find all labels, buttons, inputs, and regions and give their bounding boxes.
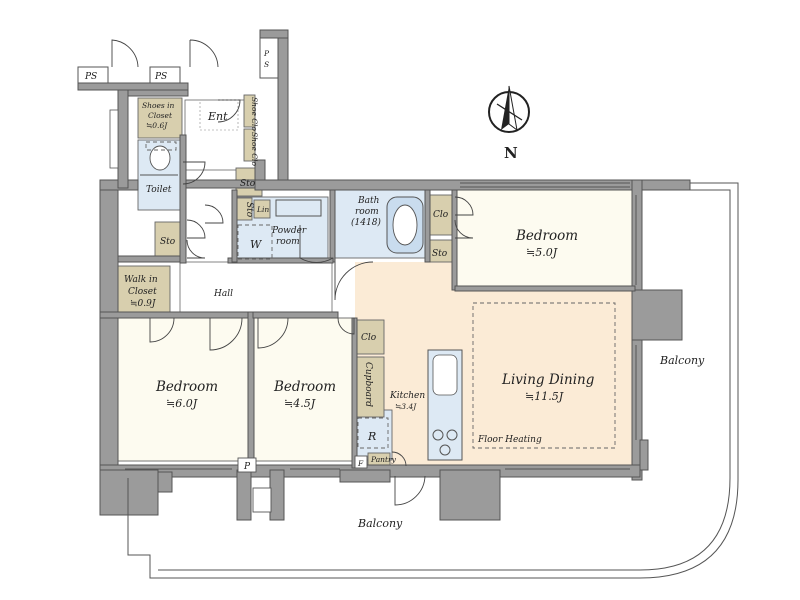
entry-step: [199, 99, 239, 131]
balcony-outline: [127, 182, 739, 579]
shoes-closet-size: ≒0.6J: [146, 121, 168, 130]
p-box-south: [237, 457, 257, 473]
shoes-closet-label-1: Shoes in: [142, 101, 175, 110]
walk-in-size: ≒0.9J: [130, 299, 157, 309]
bedroom-sc-name: Bedroom: [273, 379, 336, 395]
floor-heating-area: [472, 302, 616, 449]
ps-label-right-s: S: [264, 60, 269, 69]
vanity: [275, 199, 322, 217]
sto-box-c: [154, 221, 182, 259]
shoe-clo-box-2: [243, 128, 256, 162]
powder-label-1: Powder: [271, 226, 307, 236]
hall-floor: [179, 261, 333, 317]
sto-label-d: Sto: [432, 249, 448, 259]
cupboard-label: Cupboard: [363, 362, 373, 407]
bedroom-sc-floor: [252, 317, 354, 462]
balcony-east-label: Balcony: [659, 354, 705, 367]
balcony-south-label: Balcony: [357, 517, 403, 530]
clo-box-kitchen: [355, 319, 385, 355]
entry-label: Ent: [207, 110, 228, 123]
toilet-label: Toilet: [146, 185, 172, 195]
lin-label: Lin: [256, 205, 269, 214]
bedroom-sc-size: ≒4.5J: [284, 397, 316, 410]
clo-label-ne: Clo: [433, 210, 449, 220]
ps-label-mid: PS: [154, 72, 167, 82]
hall-label: Hall: [213, 289, 233, 299]
powder-label-2: room: [276, 237, 300, 247]
bedroom-ne-size: ≒5.0J: [526, 246, 558, 259]
bath-label-3: (1418): [351, 217, 381, 228]
north-label: N: [504, 144, 518, 162]
north-arrow-icon: [488, 85, 530, 133]
living-dining-floor: [355, 262, 632, 468]
bath-label-2: room: [355, 207, 379, 217]
ps-box-mid: [149, 66, 181, 84]
bedroom-ne-name: Bedroom: [515, 228, 578, 244]
bath-label-1: Bath: [357, 196, 379, 206]
bedroom-sw-size: ≒6.0J: [166, 397, 198, 410]
walk-in-label-1: Walk in: [124, 275, 158, 285]
living-dining-size: ≒11.5J: [525, 390, 564, 403]
sto-label-b: Sto: [244, 202, 254, 218]
washer-space: [237, 224, 273, 260]
windows: [125, 182, 637, 470]
living-dining-name: Living Dining: [501, 372, 595, 388]
walk-in-label-2: Closet: [128, 287, 157, 297]
shoes-closet-label-2: Closet: [148, 111, 173, 120]
f-box: [354, 455, 368, 469]
cooktop: [432, 429, 458, 456]
doors: [111, 39, 474, 506]
toilet-bowl: [149, 145, 171, 171]
shoe-clo-label-2: Shoe Clo: [250, 132, 259, 166]
cupboard-box: [355, 356, 385, 418]
ps-box-right: [259, 37, 279, 79]
pantry-label: Pantry: [370, 455, 397, 464]
kitchen-size: ≒3.4J: [395, 402, 417, 411]
shoes-in-closet-box: [137, 97, 183, 139]
ps-box-left: [77, 66, 109, 84]
ps-label-right-p: P: [263, 49, 270, 58]
washer-label: W: [250, 238, 263, 251]
refrigerator-label: R: [367, 430, 376, 443]
kitchen-sink: [432, 354, 458, 396]
shoe-clo-box-1: [243, 94, 256, 128]
floor-heating-label: Floor Heating: [477, 435, 542, 445]
shoe-clo-label-1: Shoe Clo: [250, 97, 259, 131]
bedroom-sw-floor: [117, 317, 249, 462]
clo-label-kitchen: Clo: [361, 333, 377, 343]
sto-label-a: Sto: [240, 179, 256, 189]
f-label: F: [357, 459, 364, 468]
p-label-south: P: [243, 462, 251, 472]
ps-label-left: PS: [84, 72, 97, 82]
kitchen-label: Kitchen: [389, 391, 425, 401]
refrigerator-space: [357, 417, 389, 449]
lin-box: [253, 199, 271, 219]
sto-label-c: Sto: [160, 237, 176, 247]
bedroom-sw-name: Bedroom: [155, 379, 218, 395]
